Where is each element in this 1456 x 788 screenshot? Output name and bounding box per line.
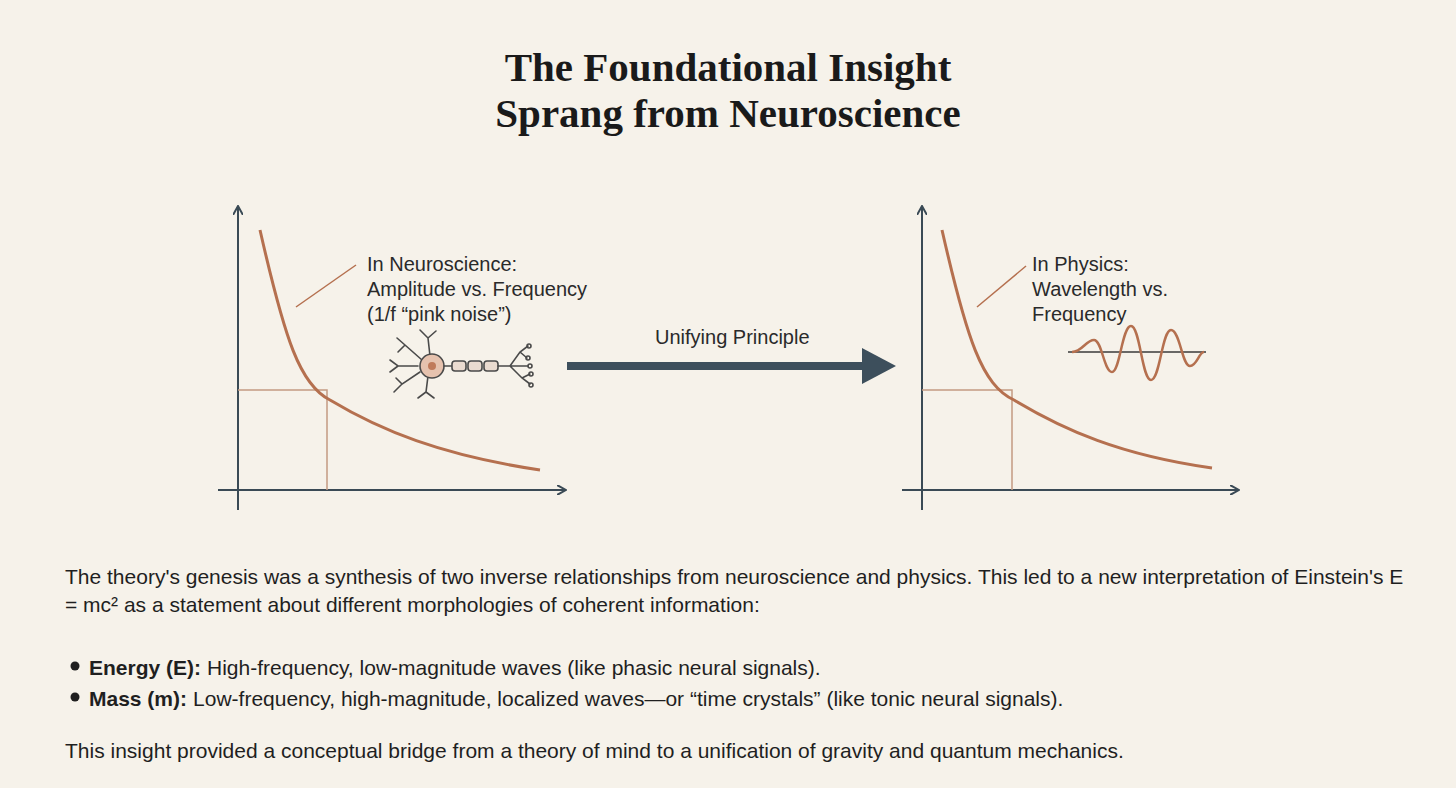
edge-label: Unifying Principle (651, 325, 814, 349)
body-text: This insight provided a conceptual bridg… (65, 739, 1124, 762)
title: The Foundational Insight Sprang from Neu… (448, 44, 1008, 136)
bullet-term: Energy (E): (89, 656, 201, 679)
bullet-term: Mass (m): (89, 687, 187, 710)
left-chart (218, 207, 565, 510)
neuron-icon (390, 330, 533, 398)
bullet-dot (71, 693, 80, 702)
text-row: Energy (E): High-frequency, low-magnitude… (89, 654, 1409, 682)
body-text: The theory's genesis was a synthesis of … (65, 565, 1403, 616)
body-text: Low-frequency, high-magnitude, localized… (193, 687, 1063, 710)
text-row: The theory's genesis was a synthesis of … (65, 563, 1405, 619)
text-row: Mass (m): Low-frequency, high-magnitude, … (89, 685, 1409, 713)
unifying-arrow (567, 362, 864, 370)
wave-icon (1068, 326, 1206, 380)
chart-panel: In Physics: Wavelength vs. Frequency (898, 200, 1243, 515)
text-row: This insight provided a conceptual bridg… (65, 737, 1405, 765)
body-text: High-frequency, low-magnitude waves (lik… (207, 656, 821, 679)
chart-annotation: In Physics: Wavelength vs. Frequency (1032, 252, 1192, 327)
chart-annotation: In Neuroscience: Amplitude vs. Frequency… (367, 252, 603, 327)
bullet-dot (71, 662, 80, 671)
right-chart (902, 207, 1238, 510)
chart-panel: In Neuroscience: Amplitude vs. Frequency… (215, 200, 570, 515)
